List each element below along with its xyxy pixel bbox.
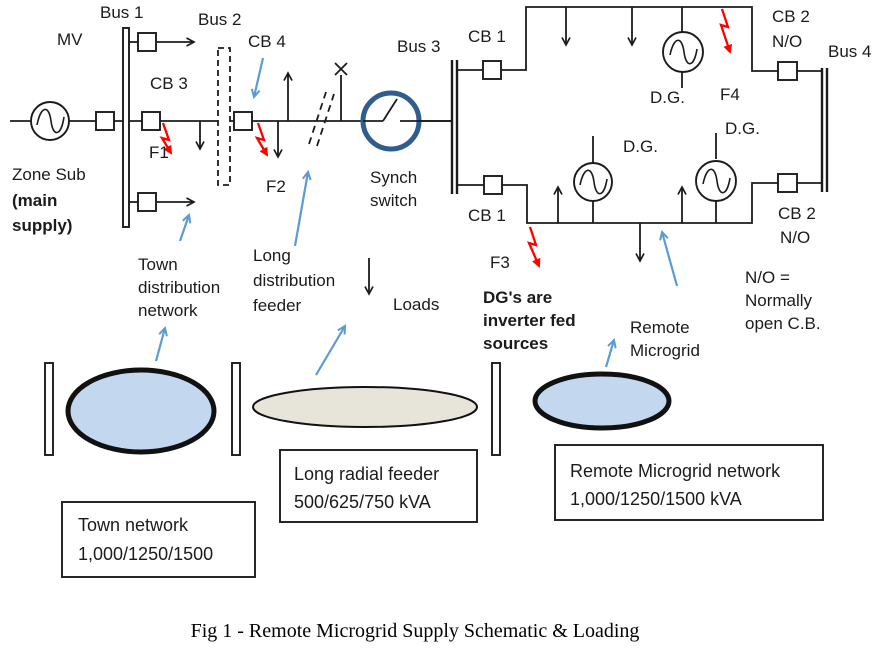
dg-note-label-3: sources (483, 334, 548, 353)
dg-left-sine-icon (579, 169, 608, 195)
long-dist-label-3: feeder (253, 296, 302, 315)
pointer-arrow-town-distribution (178, 212, 192, 242)
long-feeder-ellipse (252, 386, 478, 428)
long-dist-label-2: distribution (253, 271, 335, 290)
bus4-label: Bus 4 (828, 42, 871, 61)
bus3-label: Bus 3 (397, 37, 440, 56)
fault-bolt-f1 (159, 122, 173, 155)
busbar-middle (231, 362, 241, 456)
cb3-label: CB 3 (150, 74, 188, 93)
remote-network-box (554, 444, 824, 521)
town-network-box (61, 501, 256, 578)
bus3-bars (450, 60, 459, 194)
cb2-bottom-no-label: N/O (780, 228, 810, 247)
fault-bolt-f4 (719, 8, 733, 54)
figure-caption: Fig 1 - Remote Microgrid Supply Schemati… (191, 620, 640, 642)
loads-label: Loads (393, 295, 439, 314)
mv-label: MV (57, 30, 83, 49)
cb2-top-square (777, 61, 798, 81)
cb2-top-no-label: N/O (772, 32, 802, 51)
cb3-square (141, 111, 161, 131)
pointer-arrow-remote-ellipse (604, 337, 617, 368)
synch-switch-blade (363, 98, 419, 122)
remote-box-line1: Remote Microgrid network (570, 461, 781, 481)
cb2-bottom-square (777, 173, 798, 193)
feeder-break-slash-2 (316, 93, 335, 147)
main-supply-label-1: (main (12, 191, 57, 210)
zone-sub-label: Zone Sub (12, 165, 86, 184)
f2-label: F2 (266, 177, 286, 196)
remote-microgrid-ellipse (532, 371, 672, 431)
zone-sub-sine-icon (36, 108, 65, 134)
remote-label-2: Microgrid (630, 341, 700, 360)
bus2-label: Bus 2 (198, 10, 241, 29)
town-dist-label-2: distribution (138, 278, 220, 297)
town-dist-label-1: Town (138, 255, 178, 274)
main-supply-label-2: supply) (12, 216, 72, 235)
town-network-ellipse (65, 367, 217, 455)
fault-bolt-f3 (526, 226, 541, 268)
town-dist-label-3: network (138, 301, 198, 320)
dg-note-label-1: DG's are (483, 288, 552, 307)
long-feeder-box (279, 449, 478, 523)
no-def-label-3: open C.B. (745, 314, 821, 333)
busbar-right (491, 362, 501, 456)
bus4-bars (820, 68, 829, 192)
dg-right-label: D.G. (725, 119, 760, 138)
f4-label: F4 (720, 85, 740, 104)
pointer-arrow-cb4 (250, 57, 265, 100)
microgrid-bottom-loop (457, 182, 822, 224)
feeder-break-slash-1 (308, 91, 327, 145)
breaker-square-main (95, 111, 115, 131)
cb2-top-label: CB 2 (772, 7, 810, 26)
remote-label-1: Remote (630, 318, 690, 337)
busbar-left (44, 362, 54, 456)
fault-bolt-f2 (254, 122, 269, 157)
synch-label-2: switch (370, 191, 417, 210)
cb4-square (233, 111, 253, 131)
dg-note-label-2: inverter fed (483, 311, 576, 330)
dg-left-label: D.G. (623, 137, 658, 156)
bus1-label: Bus 1 (100, 3, 143, 22)
bus2-dashed-bar (217, 47, 231, 186)
dg-right-sine-icon (702, 168, 731, 194)
microgrid-top-loop (457, 6, 822, 72)
x-mark-icon (334, 62, 348, 76)
f1-label: F1 (149, 143, 169, 162)
f3-label: F3 (490, 253, 510, 272)
feeder-box-line1: Long radial feeder (294, 464, 439, 484)
dg-top-label: D.G. (650, 88, 685, 107)
feeder-box-line2: 500/625/750 kVA (294, 492, 431, 512)
pointer-arrow-microgrid-bottom (659, 229, 679, 287)
breaker-square-bottom-feeder (137, 192, 157, 212)
cb4-label: CB 4 (248, 32, 286, 51)
long-dist-label-1: Long (253, 246, 291, 265)
pointer-arrow-town-ellipse (154, 325, 168, 362)
cb1-bottom-square (483, 175, 503, 195)
dg-top-sine-icon (669, 39, 698, 65)
no-def-label-2: Normally (745, 291, 813, 310)
pointer-arrow-feeder-ellipse (315, 324, 347, 376)
cb1-top-square (482, 60, 502, 80)
cb1-top-label: CB 1 (468, 27, 506, 46)
cb2-bottom-label: CB 2 (778, 204, 816, 223)
town-box-line2: 1,000/1250/1500 (78, 544, 213, 564)
bus1-bar (122, 27, 130, 228)
breaker-square-top-feeder (137, 32, 157, 52)
town-box-line1: Town network (78, 515, 189, 535)
pointer-arrow-long-feeder (293, 169, 312, 247)
synch-label-1: Synch (370, 168, 417, 187)
no-def-label-1: N/O = (745, 268, 790, 287)
cb1-bottom-label: CB 1 (468, 206, 506, 225)
remote-box-line2: 1,000/1250/1500 kVA (570, 489, 742, 509)
